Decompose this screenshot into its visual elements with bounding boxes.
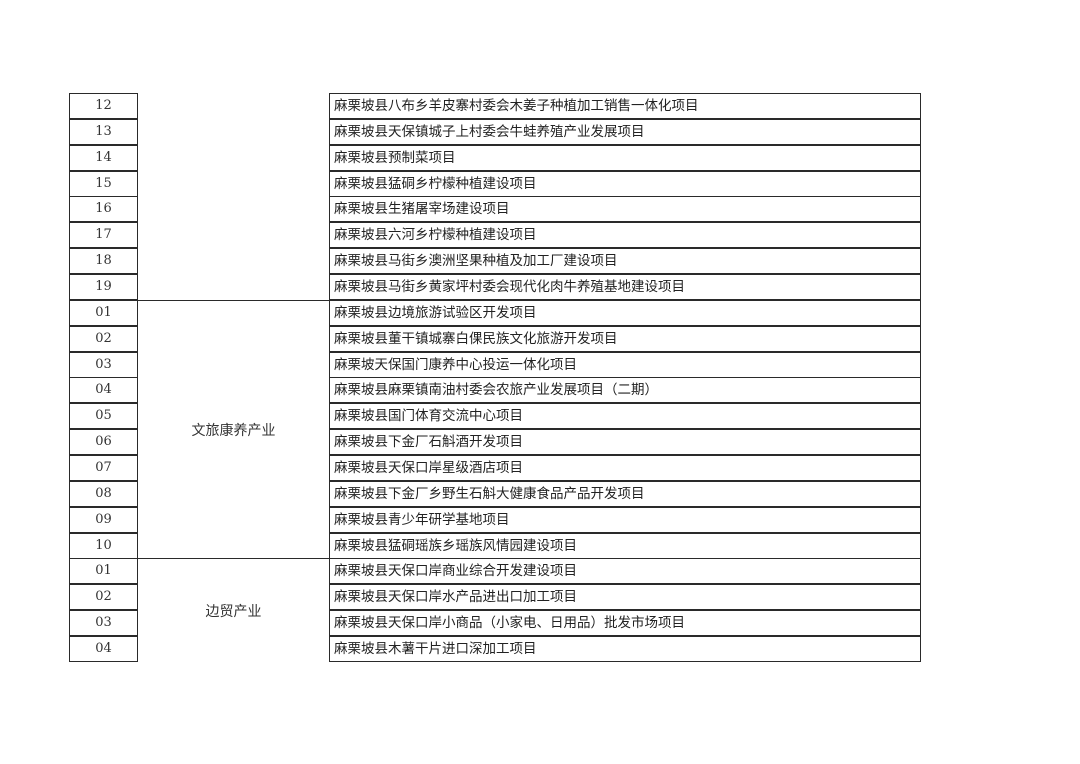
row-number-cell: 02 <box>69 325 138 352</box>
table-row: 14 麻栗坡县预制菜项目 <box>69 144 921 171</box>
table-row: 19 麻栗坡县马街乡黄家坪村委会现代化肉牛养殖基地建设项目 <box>69 274 921 301</box>
table-row: 03 麻栗坡县天保口岸小商品（小家电、日用品）批发市场项目 <box>69 610 921 637</box>
project-name-cell: 麻栗坡天保国门康养中心投运一体化项目 <box>329 351 921 378</box>
project-name-cell: 麻栗坡县预制菜项目 <box>329 144 921 171</box>
row-number-cell: 18 <box>69 248 138 275</box>
project-name-cell: 麻栗坡县边境旅游试验区开发项目 <box>329 299 921 326</box>
category-cell: 文旅康养产业 <box>138 299 329 559</box>
project-name-cell: 麻栗坡县天保口岸水产品进出口加工项目 <box>329 584 921 611</box>
project-name-cell: 麻栗坡县马街乡澳洲坚果种植及加工厂建设项目 <box>329 248 921 275</box>
table-row: 07 麻栗坡县天保口岸星级酒店项目 <box>69 455 921 482</box>
row-number-cell: 19 <box>69 274 138 301</box>
table-row: 06 麻栗坡县下金厂石斛酒开发项目 <box>69 429 921 456</box>
row-number-cell: 07 <box>69 455 138 482</box>
row-number-cell: 05 <box>69 403 138 430</box>
project-name-cell: 麻栗坡县天保镇城子上村委会牛蛙养殖产业发展项目 <box>329 118 921 145</box>
row-number-cell: 01 <box>69 558 138 585</box>
project-name-cell: 麻栗坡县国门体育交流中心项目 <box>329 403 921 430</box>
table-row: 18 麻栗坡县马街乡澳洲坚果种植及加工厂建设项目 <box>69 248 921 275</box>
row-number-cell: 03 <box>69 610 138 637</box>
row-number-cell: 01 <box>69 299 138 326</box>
project-name-cell: 麻栗坡县马街乡黄家坪村委会现代化肉牛养殖基地建设项目 <box>329 274 921 301</box>
project-name-cell: 麻栗坡县天保口岸商业综合开发建设项目 <box>329 558 921 585</box>
table-row: 04 麻栗坡县麻栗镇南油村委会农旅产业发展项目（二期） <box>69 377 921 404</box>
table-row: 03 麻栗坡天保国门康养中心投运一体化项目 <box>69 351 921 378</box>
table-row: 12 麻栗坡县八布乡羊皮寨村委会木姜子种植加工销售一体化项目 <box>69 93 921 119</box>
table-row: 08 麻栗坡县下金厂乡野生石斛大健康食品产品开发项目 <box>69 480 921 507</box>
row-number-cell: 17 <box>69 222 138 249</box>
project-name-cell: 麻栗坡县八布乡羊皮寨村委会木姜子种植加工销售一体化项目 <box>329 93 921 119</box>
project-name-cell: 麻栗坡县下金厂乡野生石斛大健康食品产品开发项目 <box>329 480 921 507</box>
table-row: 13 麻栗坡县天保镇城子上村委会牛蛙养殖产业发展项目 <box>69 118 921 145</box>
table-row: 09 麻栗坡县青少年研学基地项目 <box>69 506 921 533</box>
category-cell <box>138 93 329 300</box>
table-row: 15 麻栗坡县猛硐乡柠檬种植建设项目 <box>69 170 921 197</box>
table-row: 01 麻栗坡县天保口岸商业综合开发建设项目 <box>69 558 921 585</box>
table-row: 04 麻栗坡县木薯干片进口深加工项目 <box>69 636 921 663</box>
project-name-cell: 麻栗坡县六河乡柠檬种植建设项目 <box>329 222 921 249</box>
row-number-cell: 14 <box>69 144 138 171</box>
project-name-cell: 麻栗坡县下金厂石斛酒开发项目 <box>329 429 921 456</box>
project-name-cell: 麻栗坡县麻栗镇南油村委会农旅产业发展项目（二期） <box>329 377 921 404</box>
category-cell: 边贸产业 <box>138 558 329 661</box>
row-number-cell: 09 <box>69 506 138 533</box>
row-number-cell: 10 <box>69 532 138 559</box>
table-row: 02 麻栗坡县董干镇城寨白倮民族文化旅游开发项目 <box>69 325 921 352</box>
project-name-cell: 麻栗坡县木薯干片进口深加工项目 <box>329 636 921 663</box>
project-name-cell: 麻栗坡县猛硐瑶族乡瑶族风情园建设项目 <box>329 532 921 559</box>
row-number-cell: 13 <box>69 118 138 145</box>
row-number-cell: 03 <box>69 351 138 378</box>
table-row: 01 麻栗坡县边境旅游试验区开发项目 <box>69 299 921 326</box>
row-number-cell: 04 <box>69 636 138 663</box>
project-name-cell: 麻栗坡县天保口岸小商品（小家电、日用品）批发市场项目 <box>329 610 921 637</box>
row-number-cell: 12 <box>69 93 138 119</box>
row-number-cell: 02 <box>69 584 138 611</box>
table-row: 02 麻栗坡县天保口岸水产品进出口加工项目 <box>69 584 921 611</box>
row-number-cell: 16 <box>69 196 138 223</box>
row-number-cell: 08 <box>69 480 138 507</box>
table-row: 17 麻栗坡县六河乡柠檬种植建设项目 <box>69 222 921 249</box>
project-name-cell: 麻栗坡县猛硐乡柠檬种植建设项目 <box>329 170 921 197</box>
project-name-cell: 麻栗坡县生猪屠宰场建设项目 <box>329 196 921 223</box>
table-row: 16 麻栗坡县生猪屠宰场建设项目 <box>69 196 921 223</box>
row-number-cell: 06 <box>69 429 138 456</box>
table-row: 10 麻栗坡县猛硐瑶族乡瑶族风情园建设项目 <box>69 532 921 559</box>
table-row: 05 麻栗坡县国门体育交流中心项目 <box>69 403 921 430</box>
project-name-cell: 麻栗坡县董干镇城寨白倮民族文化旅游开发项目 <box>329 325 921 352</box>
row-number-cell: 04 <box>69 377 138 404</box>
project-name-cell: 麻栗坡县青少年研学基地项目 <box>329 506 921 533</box>
project-name-cell: 麻栗坡县天保口岸星级酒店项目 <box>329 455 921 482</box>
row-number-cell: 15 <box>69 170 138 197</box>
